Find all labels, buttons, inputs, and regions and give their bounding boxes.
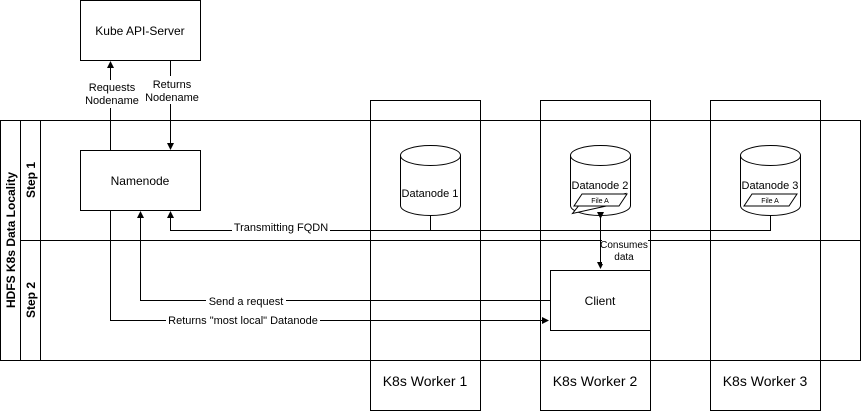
returns-label-1: Returns	[153, 79, 192, 91]
file-a-2-label: File A	[591, 198, 609, 205]
consumes-label-2: data	[614, 252, 634, 263]
requests-label-2: Nodename	[85, 95, 139, 107]
worker-label-3: K8s Worker 3	[723, 373, 808, 389]
api-server-label: Kube API-Server	[95, 24, 184, 38]
send-request-arrow	[137, 211, 551, 301]
datanode-1-label: Datanode 1	[402, 188, 459, 200]
returns-label-2: Nodename	[145, 92, 199, 104]
consumes-label-1: Consumes	[600, 240, 648, 251]
pool-title: HDFS K8s Data Locality	[4, 172, 18, 308]
lane-label-step1: Step 1	[24, 162, 38, 198]
returns-most-local-label: Returns "most local" Datanode	[168, 315, 318, 327]
lane-label-step2: Step 2	[24, 282, 38, 318]
worker-label-1: K8s Worker 1	[383, 373, 468, 389]
client-label: Client	[585, 294, 616, 308]
file-a-3-shape	[743, 193, 798, 207]
api-server-box	[80, 0, 201, 61]
send-request-label: Send a request	[209, 296, 284, 308]
datanode-3-label: Datanode 3	[742, 180, 799, 192]
requests-label-1: Requests	[89, 82, 136, 94]
transmitting-fqdn-line	[430, 215, 771, 231]
datanode-2-label: Datanode 2	[572, 180, 629, 192]
returns-most-local-arrow	[110, 210, 549, 324]
namenode-label: Namenode	[111, 174, 170, 188]
file-a-3-label: File A	[761, 198, 779, 205]
worker-label-2: K8s Worker 2	[553, 373, 638, 389]
namenode-box	[80, 150, 201, 211]
transmitting-fqdn-label: Transmitting FQDN	[234, 222, 328, 234]
client-box	[550, 270, 651, 331]
datanode-1-cylinder	[400, 145, 461, 216]
